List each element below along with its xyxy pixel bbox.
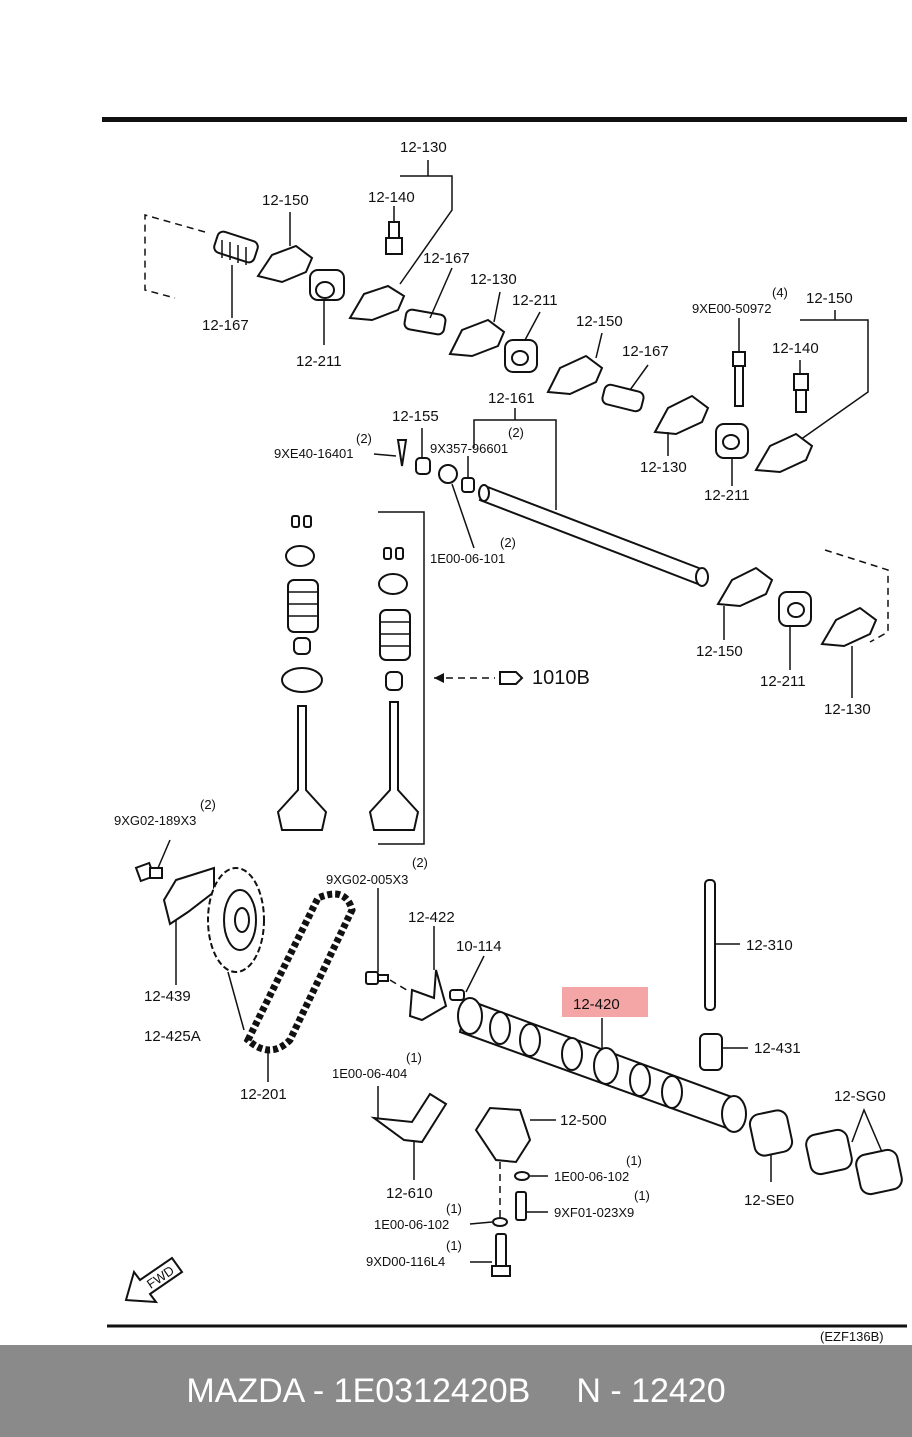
label-12-130-rmid: 12-130 [640, 459, 687, 476]
rocker-left-part [256, 244, 314, 284]
label-1010B: 1010B [532, 667, 590, 689]
label-12-610: 12-610 [386, 1185, 433, 1202]
spacer-left-part [309, 269, 345, 301]
label-12-155: 12-155 [392, 408, 439, 425]
parts-diagram: 12-130 12-140 12-150 12-167 12-211 12-16… [102, 117, 907, 1344]
label-washer4-code: 1E00-06-102 [374, 1217, 449, 1232]
spring-left-part [213, 230, 259, 265]
label-12-130-top: 12-130 [400, 139, 447, 156]
bolt-top-part [385, 221, 403, 255]
part-number-footer: MAZDA - 1E0312420B N - 12420 [0, 1345, 912, 1437]
label-12-425A: 12-425A [144, 1028, 201, 1045]
label-12-167-right: 12-167 [622, 343, 669, 360]
label-12-161: 12-161 [488, 390, 535, 407]
label-plug2-qty: (2) [508, 425, 524, 440]
pushrod-part [704, 879, 716, 1011]
top-rule [102, 117, 907, 122]
label-washer2-qty: (1) [406, 1050, 422, 1065]
fwd-arrow-icon [124, 1256, 184, 1304]
label-bolt4-qty: (1) [446, 1238, 462, 1253]
label-12-150-low: 12-150 [696, 643, 743, 660]
label-12-211-mid: 12-211 [512, 292, 558, 309]
label-12-140-right: 12-140 [772, 340, 819, 357]
label-washer3-code: 1E00-06-102 [554, 1169, 629, 1184]
label-washer-code: 1E00-06-101 [430, 551, 505, 566]
rocker-shaft-part [478, 484, 709, 587]
label-bolt4-code: 9XD00-116L4 [366, 1254, 445, 1269]
label-12-422: 12-422 [408, 909, 455, 926]
chain-part [243, 890, 356, 1054]
label-bolt-tensioner-qty: (2) [412, 855, 428, 870]
label-12-150-right: 12-150 [806, 290, 853, 307]
label-pin-code: 9XE40-16401 [274, 446, 354, 461]
valve-group [276, 511, 524, 845]
label-12-167-left: 12-167 [202, 317, 249, 334]
label-10-114: 10-114 [456, 938, 502, 955]
label-12-211-rmid: 12-211 [704, 487, 750, 504]
label-bolt3-qty: (1) [634, 1188, 650, 1203]
label-washer2-code: 1E00-06-404 [332, 1066, 407, 1081]
label-bolt-right-qty: (4) [772, 285, 788, 300]
label-12-130-low: 12-130 [824, 701, 871, 718]
footer-ref: N - 12420 [576, 1371, 726, 1410]
label-12-420: 12-420 [573, 996, 620, 1013]
callout-labels: 12-130 12-140 12-150 12-167 12-211 12-16… [114, 139, 886, 1344]
label-bolt3-code: 9XF01-023X9 [554, 1205, 634, 1220]
label-bolt-right-code: 9XE00-50972 [692, 301, 772, 316]
label-12-130-mid: 12-130 [470, 271, 517, 288]
label-diagram-code: (EZF136B) [820, 1329, 884, 1344]
label-bolt-tensioner-code: 9XG02-005X3 [326, 872, 408, 887]
camshaft-label-highlight [562, 987, 648, 1017]
label-12-211-left: 12-211 [296, 353, 342, 370]
label-12-439: 12-439 [144, 988, 191, 1005]
label-pin-qty: (2) [356, 431, 372, 446]
camshaft-group [124, 879, 903, 1304]
label-12-500: 12-500 [560, 1112, 607, 1129]
label-plug2-code: 9X357-96601 [430, 441, 508, 456]
timing-group [134, 839, 485, 1082]
footer-brand-part: MAZDA - 1E0312420B [186, 1371, 531, 1410]
label-bolt-sprocket-qty: (2) [200, 797, 216, 812]
label-12-140-top: 12-140 [368, 189, 415, 206]
label-12-SE0: 12-SE0 [744, 1192, 794, 1209]
label-12-150-mid: 12-150 [576, 313, 623, 330]
label-12-150-left: 12-150 [262, 192, 309, 209]
label-washer4-qty: (1) [446, 1201, 462, 1216]
rocker-assembly-group [144, 160, 889, 698]
label-washer3-qty: (1) [626, 1153, 642, 1168]
label-12-SG0: 12-SG0 [834, 1088, 886, 1105]
label-washer-qty: (2) [500, 535, 516, 550]
label-12-167-mid: 12-167 [423, 250, 470, 267]
label-12-211-low: 12-211 [760, 673, 806, 690]
label-12-431: 12-431 [754, 1040, 801, 1057]
label-12-201: 12-201 [240, 1086, 287, 1103]
label-bolt-sprocket-code: 9XG02-189X3 [114, 813, 196, 828]
label-12-310: 12-310 [746, 937, 793, 954]
